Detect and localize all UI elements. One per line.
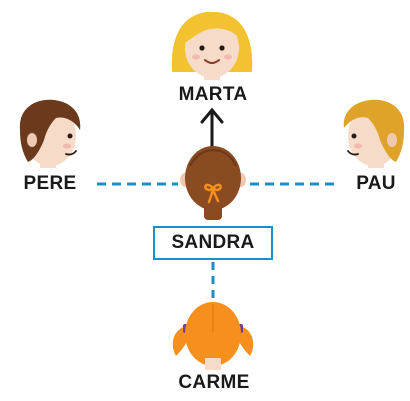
label-marta: MARTA xyxy=(178,84,248,105)
avatar-pere xyxy=(19,99,81,168)
label-carme: CARME xyxy=(178,372,250,393)
label-pere: PERE xyxy=(23,173,77,194)
sandra-name-box: SANDRA xyxy=(153,226,273,260)
ribbon-icon xyxy=(204,183,222,204)
avatar-sandra xyxy=(180,146,246,220)
avatar-carme xyxy=(172,302,254,370)
label-sandra: SANDRA xyxy=(171,232,255,253)
avatar-marta xyxy=(171,11,253,80)
arrow-to-marta xyxy=(200,107,224,150)
avatar-pau xyxy=(343,99,405,168)
label-pau: PAU xyxy=(356,173,396,194)
